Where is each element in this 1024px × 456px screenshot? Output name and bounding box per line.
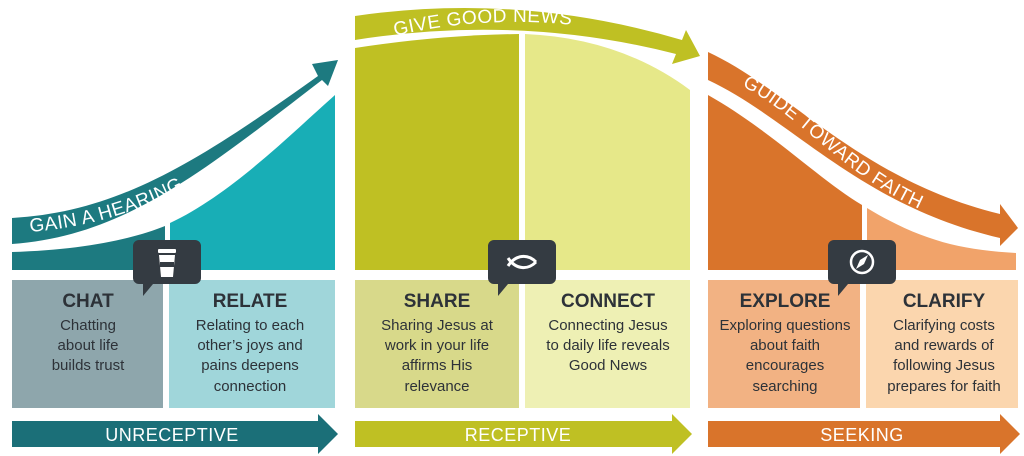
step-line: Clarifying costs bbox=[893, 317, 995, 334]
step-line: about faith bbox=[750, 337, 820, 354]
step-line: affirms His bbox=[402, 357, 473, 374]
step-title: CONNECT bbox=[561, 291, 655, 312]
step-share: SHARE Sharing Jesus at work in your life… bbox=[381, 291, 494, 395]
hearing-fill-right bbox=[170, 95, 335, 270]
step-line: other’s joys and bbox=[197, 337, 302, 354]
hearing-fill-left bbox=[12, 226, 165, 270]
step-line: Relating to each bbox=[196, 317, 304, 334]
coffee-bubble bbox=[133, 240, 201, 296]
step-line: work in your life bbox=[384, 337, 489, 354]
stage-label: UNRECEPTIVE bbox=[105, 425, 239, 445]
fish-icon bbox=[506, 255, 538, 269]
coffee-cup-icon bbox=[158, 249, 176, 277]
step-line: prepares for faith bbox=[887, 378, 1000, 395]
compass-bubble bbox=[828, 240, 896, 296]
relate-box bbox=[169, 280, 335, 408]
fish-bubble bbox=[488, 240, 556, 296]
step-title: EXPLORE bbox=[740, 291, 831, 312]
gain-a-hearing-section: GAIN A HEARING bbox=[12, 60, 338, 270]
step-line: Chatting bbox=[60, 317, 116, 334]
step-title: CLARIFY bbox=[903, 291, 986, 312]
news-fill-left bbox=[355, 34, 519, 270]
step-line: Sharing Jesus at bbox=[381, 317, 494, 334]
stage-label: SEEKING bbox=[820, 425, 904, 445]
step-connect: CONNECT Connecting Jesus to daily life r… bbox=[546, 291, 669, 374]
step-line: encourages bbox=[746, 357, 824, 374]
step-line: pains deepens bbox=[201, 357, 299, 374]
step-title: CHAT bbox=[62, 291, 114, 312]
step-boxes bbox=[12, 280, 1018, 408]
step-line: Exploring questions bbox=[720, 317, 851, 334]
step-chat: CHAT Chatting about life builds trust bbox=[52, 291, 125, 374]
compass-icon bbox=[849, 249, 875, 275]
step-line: about life bbox=[58, 337, 119, 354]
stage-label: RECEPTIVE bbox=[465, 425, 572, 445]
faith-fill-right bbox=[867, 208, 1016, 270]
gain-a-hearing-arrow bbox=[12, 60, 338, 244]
chat-box bbox=[12, 280, 163, 408]
guide-toward-faith-section: GUIDE TOWARD FAITH bbox=[708, 52, 1018, 270]
step-explore: EXPLORE Exploring questions about faith … bbox=[720, 291, 851, 395]
connect-box bbox=[525, 280, 690, 408]
stage-arrow-receptive: RECEPTIVE bbox=[355, 414, 692, 454]
give-good-news-arrow bbox=[355, 8, 700, 64]
give-good-news-section: GIVE GOOD NEWS bbox=[355, 6, 700, 270]
step-line: relevance bbox=[404, 378, 469, 395]
step-clarify: CLARIFY Clarifying costs and rewards of … bbox=[887, 291, 1000, 395]
step-line: searching bbox=[752, 378, 817, 395]
step-title: RELATE bbox=[213, 291, 288, 312]
explore-box bbox=[708, 280, 860, 408]
news-fill-right bbox=[525, 34, 690, 270]
step-line: and rewards of bbox=[894, 337, 994, 354]
stage-arrow-unreceptive: UNRECEPTIVE bbox=[12, 414, 338, 454]
step-line: Good News bbox=[569, 357, 647, 374]
share-box bbox=[355, 280, 519, 408]
step-title: SHARE bbox=[404, 291, 471, 312]
step-line: following Jesus bbox=[893, 357, 995, 374]
step-line: Connecting Jesus bbox=[548, 317, 667, 334]
clarify-box bbox=[866, 280, 1018, 408]
step-relate: RELATE Relating to each other’s joys and… bbox=[196, 291, 304, 395]
faith-fill-left bbox=[708, 95, 862, 270]
step-line: connection bbox=[214, 378, 287, 395]
step-line: to daily life reveals bbox=[546, 337, 669, 354]
guide-toward-faith-arrow bbox=[708, 52, 1018, 246]
stage-arrow-seeking: SEEKING bbox=[708, 414, 1020, 454]
step-line: builds trust bbox=[52, 357, 125, 374]
